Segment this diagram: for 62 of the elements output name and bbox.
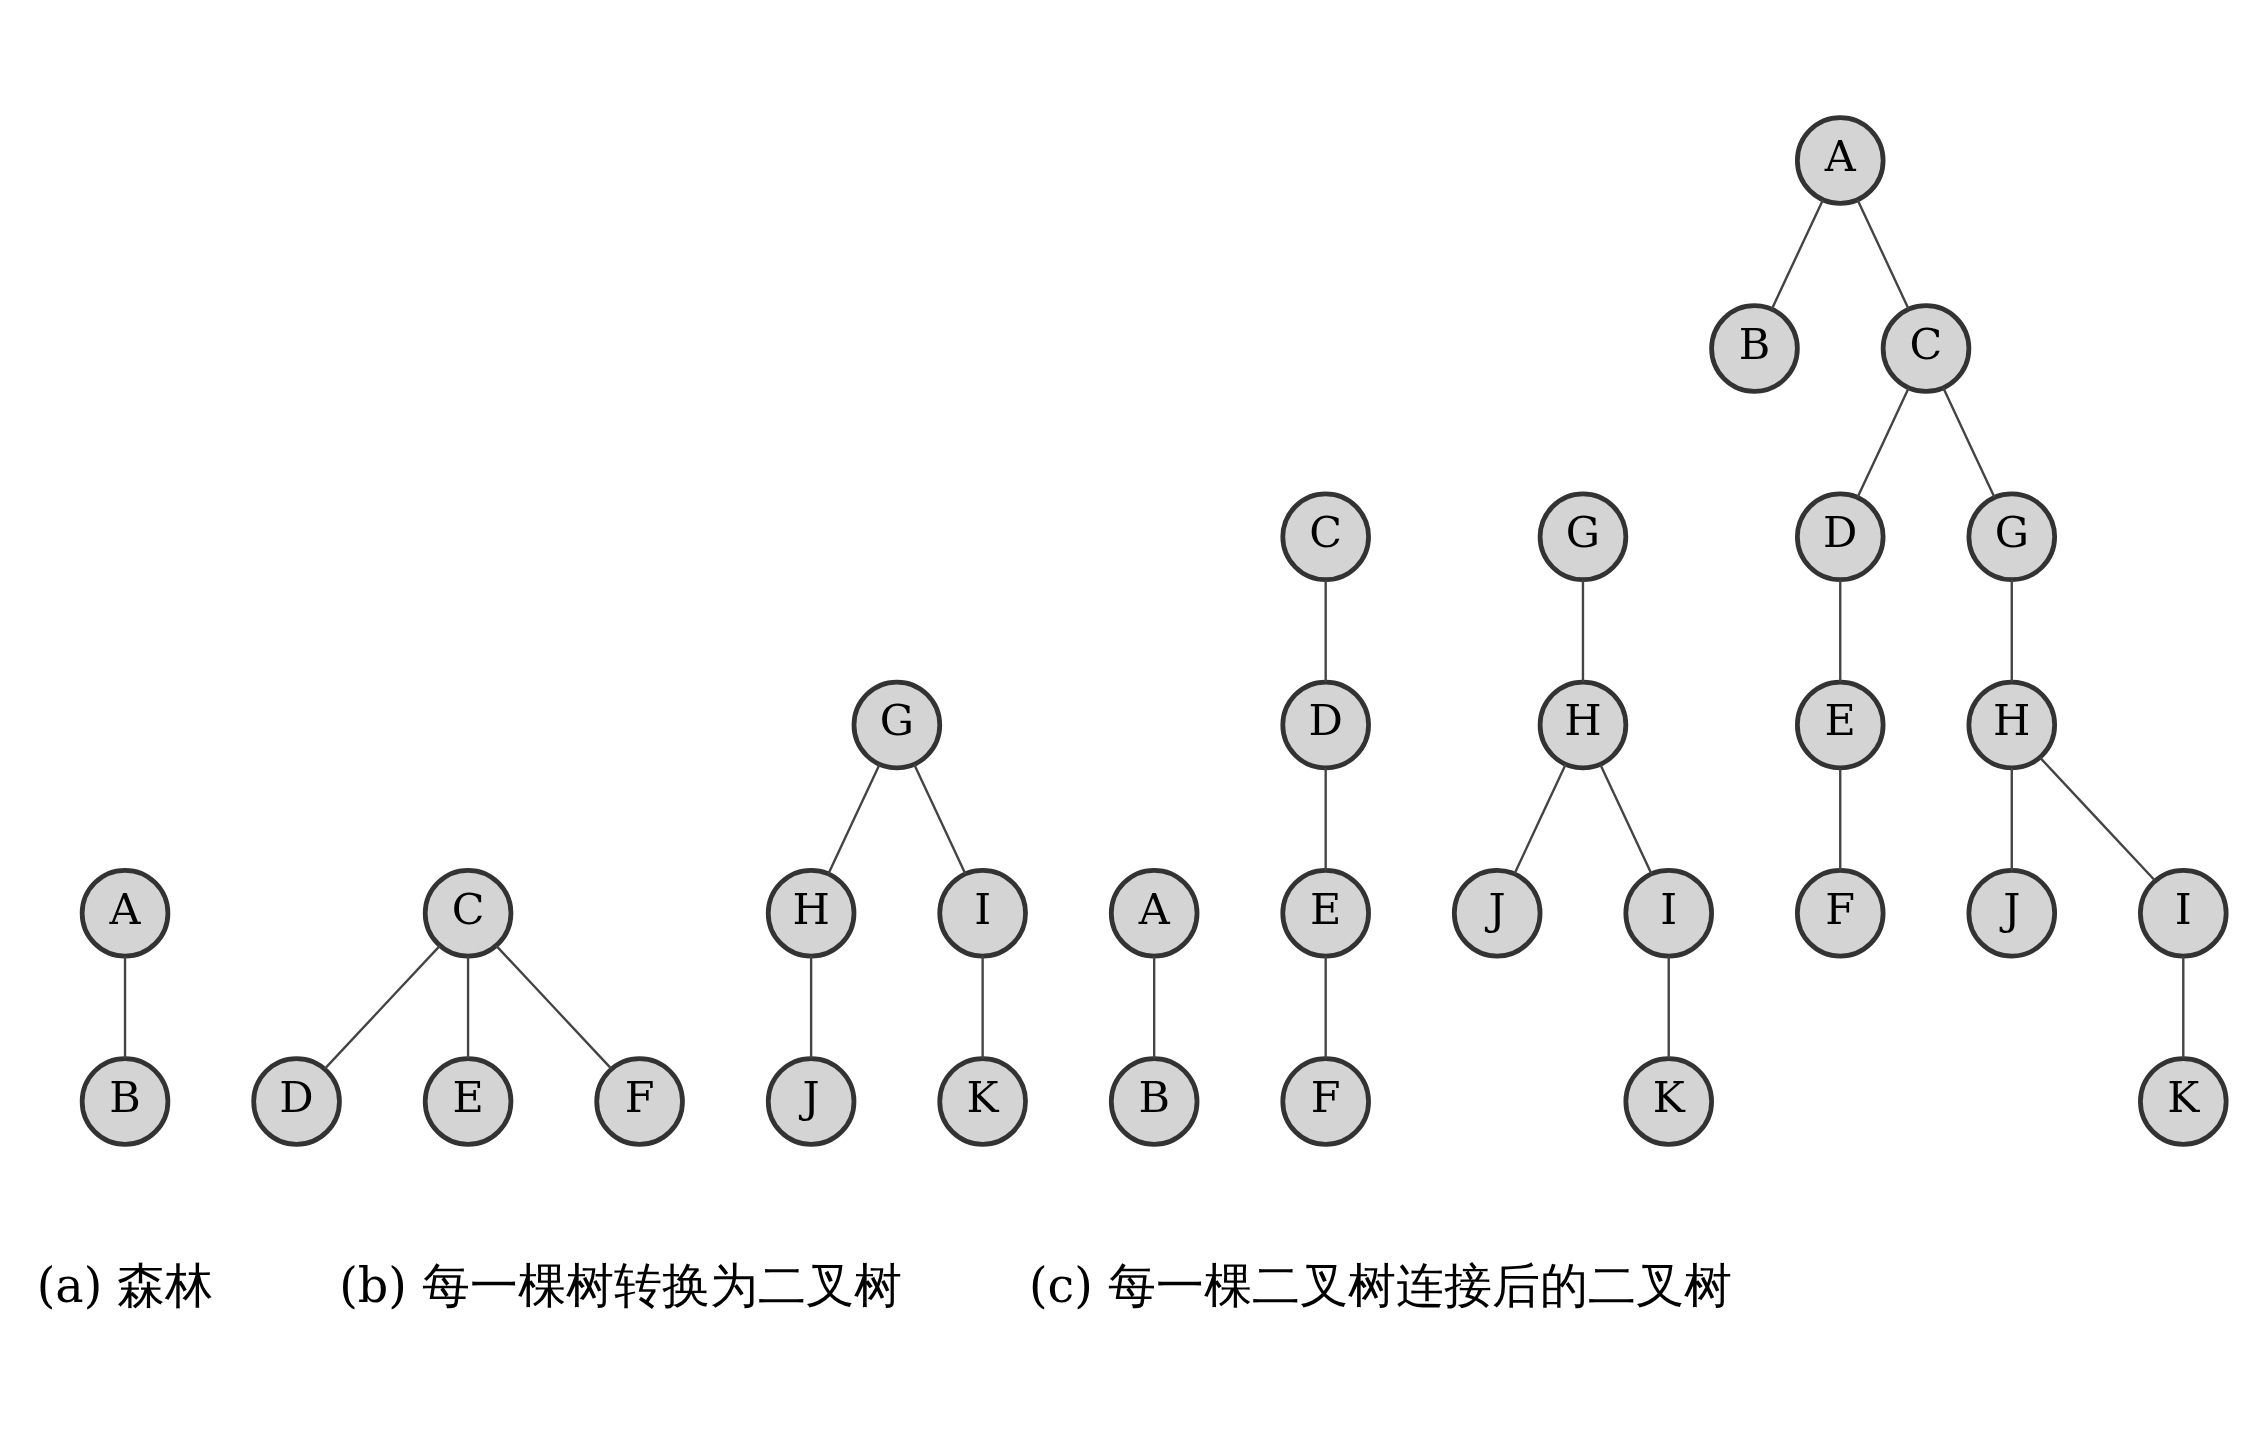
node-circle: F	[1794, 867, 1886, 958]
node-circle: J	[765, 1055, 857, 1147]
label: (c) 每一棵二叉树连接后的二叉树	[1028, 1257, 1732, 1312]
node-circle: E	[1280, 867, 1371, 958]
connector	[1581, 579, 1585, 682]
connector	[1856, 198, 1910, 310]
connector	[981, 955, 984, 1058]
connector	[1513, 763, 1567, 874]
node-circle: J	[1451, 867, 1543, 958]
label: (a) 森林	[36, 1257, 214, 1312]
connector	[2182, 955, 2185, 1058]
node-circle: B	[1709, 302, 1800, 394]
node-circle: G	[1966, 491, 2058, 582]
connector	[1324, 579, 1327, 682]
node-circle: E	[1794, 679, 1886, 770]
node-circle: A	[1108, 867, 1200, 958]
node-circle: K	[2138, 1055, 2229, 1147]
connector	[2039, 756, 2156, 881]
node-circle: F	[1280, 1055, 1371, 1147]
node-circle: K	[937, 1055, 1028, 1147]
node-circle: G	[1537, 491, 1629, 582]
connector	[123, 955, 127, 1058]
connector	[1839, 767, 1842, 870]
node-circle: F	[594, 1055, 685, 1147]
connector	[913, 763, 967, 874]
node-circle: I	[937, 867, 1028, 958]
connector	[2010, 767, 2013, 870]
node-circle: A	[79, 867, 171, 958]
connector	[466, 955, 470, 1058]
connector	[1667, 955, 1670, 1058]
node-circle: H	[765, 867, 857, 958]
node-circle: B	[79, 1055, 171, 1147]
label: (b) 每一棵树转换为二叉树	[339, 1257, 902, 1312]
node-circle: B	[1108, 1055, 1200, 1147]
connector	[1152, 955, 1156, 1058]
connector	[1324, 955, 1327, 1058]
connector	[827, 763, 881, 874]
connector	[495, 944, 613, 1069]
connector	[2010, 579, 2013, 682]
connector	[1942, 387, 1996, 498]
node-circle: D	[1280, 679, 1371, 770]
connector	[1856, 387, 1910, 498]
node-circle: D	[1794, 491, 1886, 582]
node-circle: C	[422, 867, 514, 958]
node-circle: K	[1623, 1055, 1714, 1147]
connector	[1839, 579, 1842, 682]
connector	[809, 955, 813, 1058]
node-circle: A	[1794, 114, 1886, 206]
node-circle: C	[1280, 491, 1371, 582]
node-circle: D	[251, 1055, 342, 1147]
node-circle: I	[1623, 867, 1714, 958]
connector	[1770, 198, 1824, 310]
connector	[1599, 763, 1653, 874]
node-circle: J	[1966, 867, 2058, 958]
node-circle: H	[1966, 679, 2058, 770]
connector	[324, 944, 441, 1069]
node-circle: C	[1880, 302, 1972, 394]
node-circle: E	[422, 1055, 514, 1147]
node-circle: G	[851, 679, 943, 770]
connector	[1324, 767, 1327, 870]
node-circle: I	[2138, 867, 2229, 958]
node-circle: H	[1537, 679, 1629, 770]
